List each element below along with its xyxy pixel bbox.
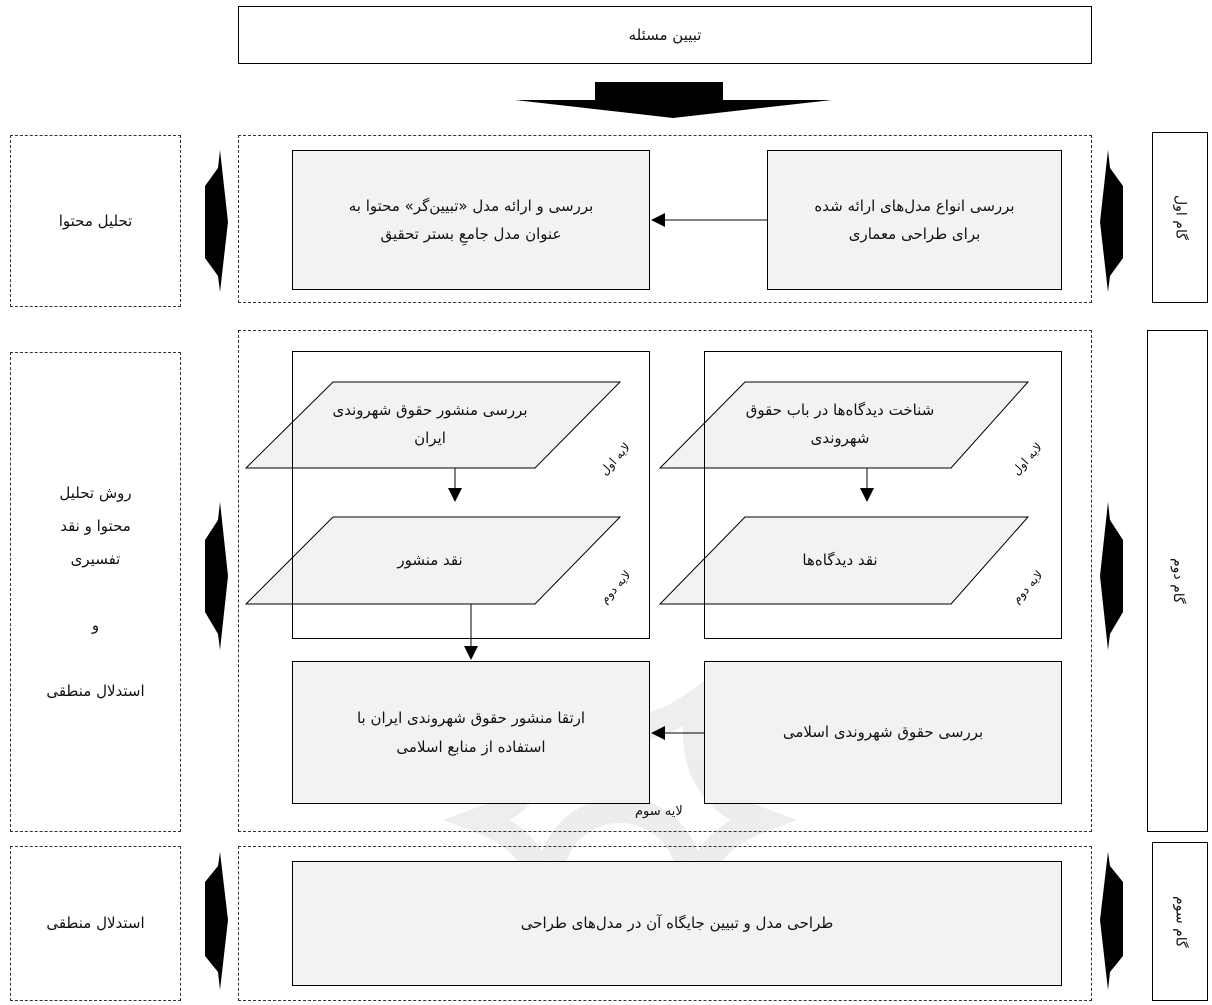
method-label-2: روش تحلیل محتوا و نقد تفسیری و استدلال م… (46, 483, 145, 700)
islamic-citizenship-label: بررسی حقوق شهروندی اسلامی (782, 723, 984, 742)
step-label-2: گام دوم (1169, 558, 1186, 604)
islamic-citizenship-box: بررسی حقوق شهروندی اسلامی (704, 661, 1062, 804)
views-critique-label: نقد دیدگاه‌ها (802, 550, 878, 569)
right-side-arrows (1100, 150, 1123, 990)
step3-container (238, 846, 1092, 1001)
explanatory-model-label: بررسی و ارائه مدل «تبیین‌گر» محتوا به عن… (348, 196, 594, 244)
step1-container (238, 135, 1092, 303)
citizenship-views-label: شناخت دیدگاه‌ها در باب حقوق شهروندی (745, 400, 935, 448)
model-design-label: طراحی مدل و تبیین جایگاه آن در مدل‌های ط… (520, 914, 834, 933)
step-box-3: گام سوم (1152, 842, 1208, 1001)
iran-charter-review-label: بررسی منشور حقوق شهروندی ایران (332, 400, 528, 448)
charter-upgrade-box: ارتقا منشور حقوق شهروندی ایران با استفاد… (292, 661, 650, 804)
para-left-2 (244, 516, 622, 605)
para-right-1-fix (658, 381, 1030, 469)
method-label-1: تحلیل محتوا (58, 211, 133, 230)
charter-critique-label: نقد منشور (397, 550, 463, 569)
step-box-1: گام اول (1152, 132, 1208, 303)
right-column-frame (704, 351, 1062, 639)
method-box-3: استدلال منطقی (10, 846, 181, 1001)
step-label-3: گام سوم (1172, 895, 1189, 948)
layer3-tag: لایه سوم (635, 804, 683, 819)
explanatory-model-box: بررسی و ارائه مدل «تبیین‌گر» محتوا به عن… (292, 150, 650, 290)
method-label-3: استدلال منطقی (46, 914, 145, 933)
problem-statement-box: تبیین مسئله (238, 6, 1092, 64)
model-design-box: طراحی مدل و تبیین جایگاه آن در مدل‌های ط… (292, 861, 1062, 986)
step-box-2: گام دوم (1147, 330, 1208, 832)
model-types-review-box: بررسی انواع مدل‌های ارائه شده برای طراحی… (767, 150, 1062, 290)
step-label-1: گام اول (1172, 195, 1189, 240)
left-side-arrows (205, 150, 228, 990)
main-down-arrow (515, 82, 832, 118)
step2-container (238, 330, 1092, 832)
method-box-2: روش تحلیل محتوا و نقد تفسیری و استدلال م… (10, 352, 181, 832)
charter-upgrade-label: ارتقا منشور حقوق شهروندی ایران با استفاد… (356, 709, 586, 756)
method-box-1: تحلیل محتوا (10, 135, 181, 307)
para-left-1 (244, 381, 622, 469)
left-column-frame (292, 351, 650, 639)
model-types-review-label: بررسی انواع مدل‌های ارائه شده برای طراحی… (814, 196, 1015, 244)
para-right-2 (658, 516, 1030, 605)
problem-statement-label: تبیین مسئله (628, 25, 702, 44)
